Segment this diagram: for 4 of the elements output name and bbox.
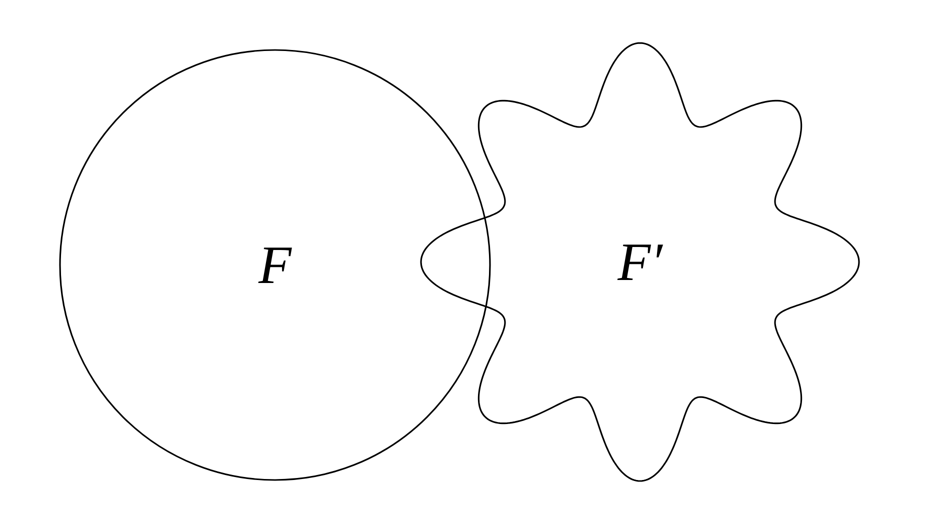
circle-shape	[60, 50, 490, 480]
wavy-star-shape	[420, 42, 860, 482]
math-label: F′	[618, 231, 662, 293]
math-label: F	[258, 234, 292, 296]
